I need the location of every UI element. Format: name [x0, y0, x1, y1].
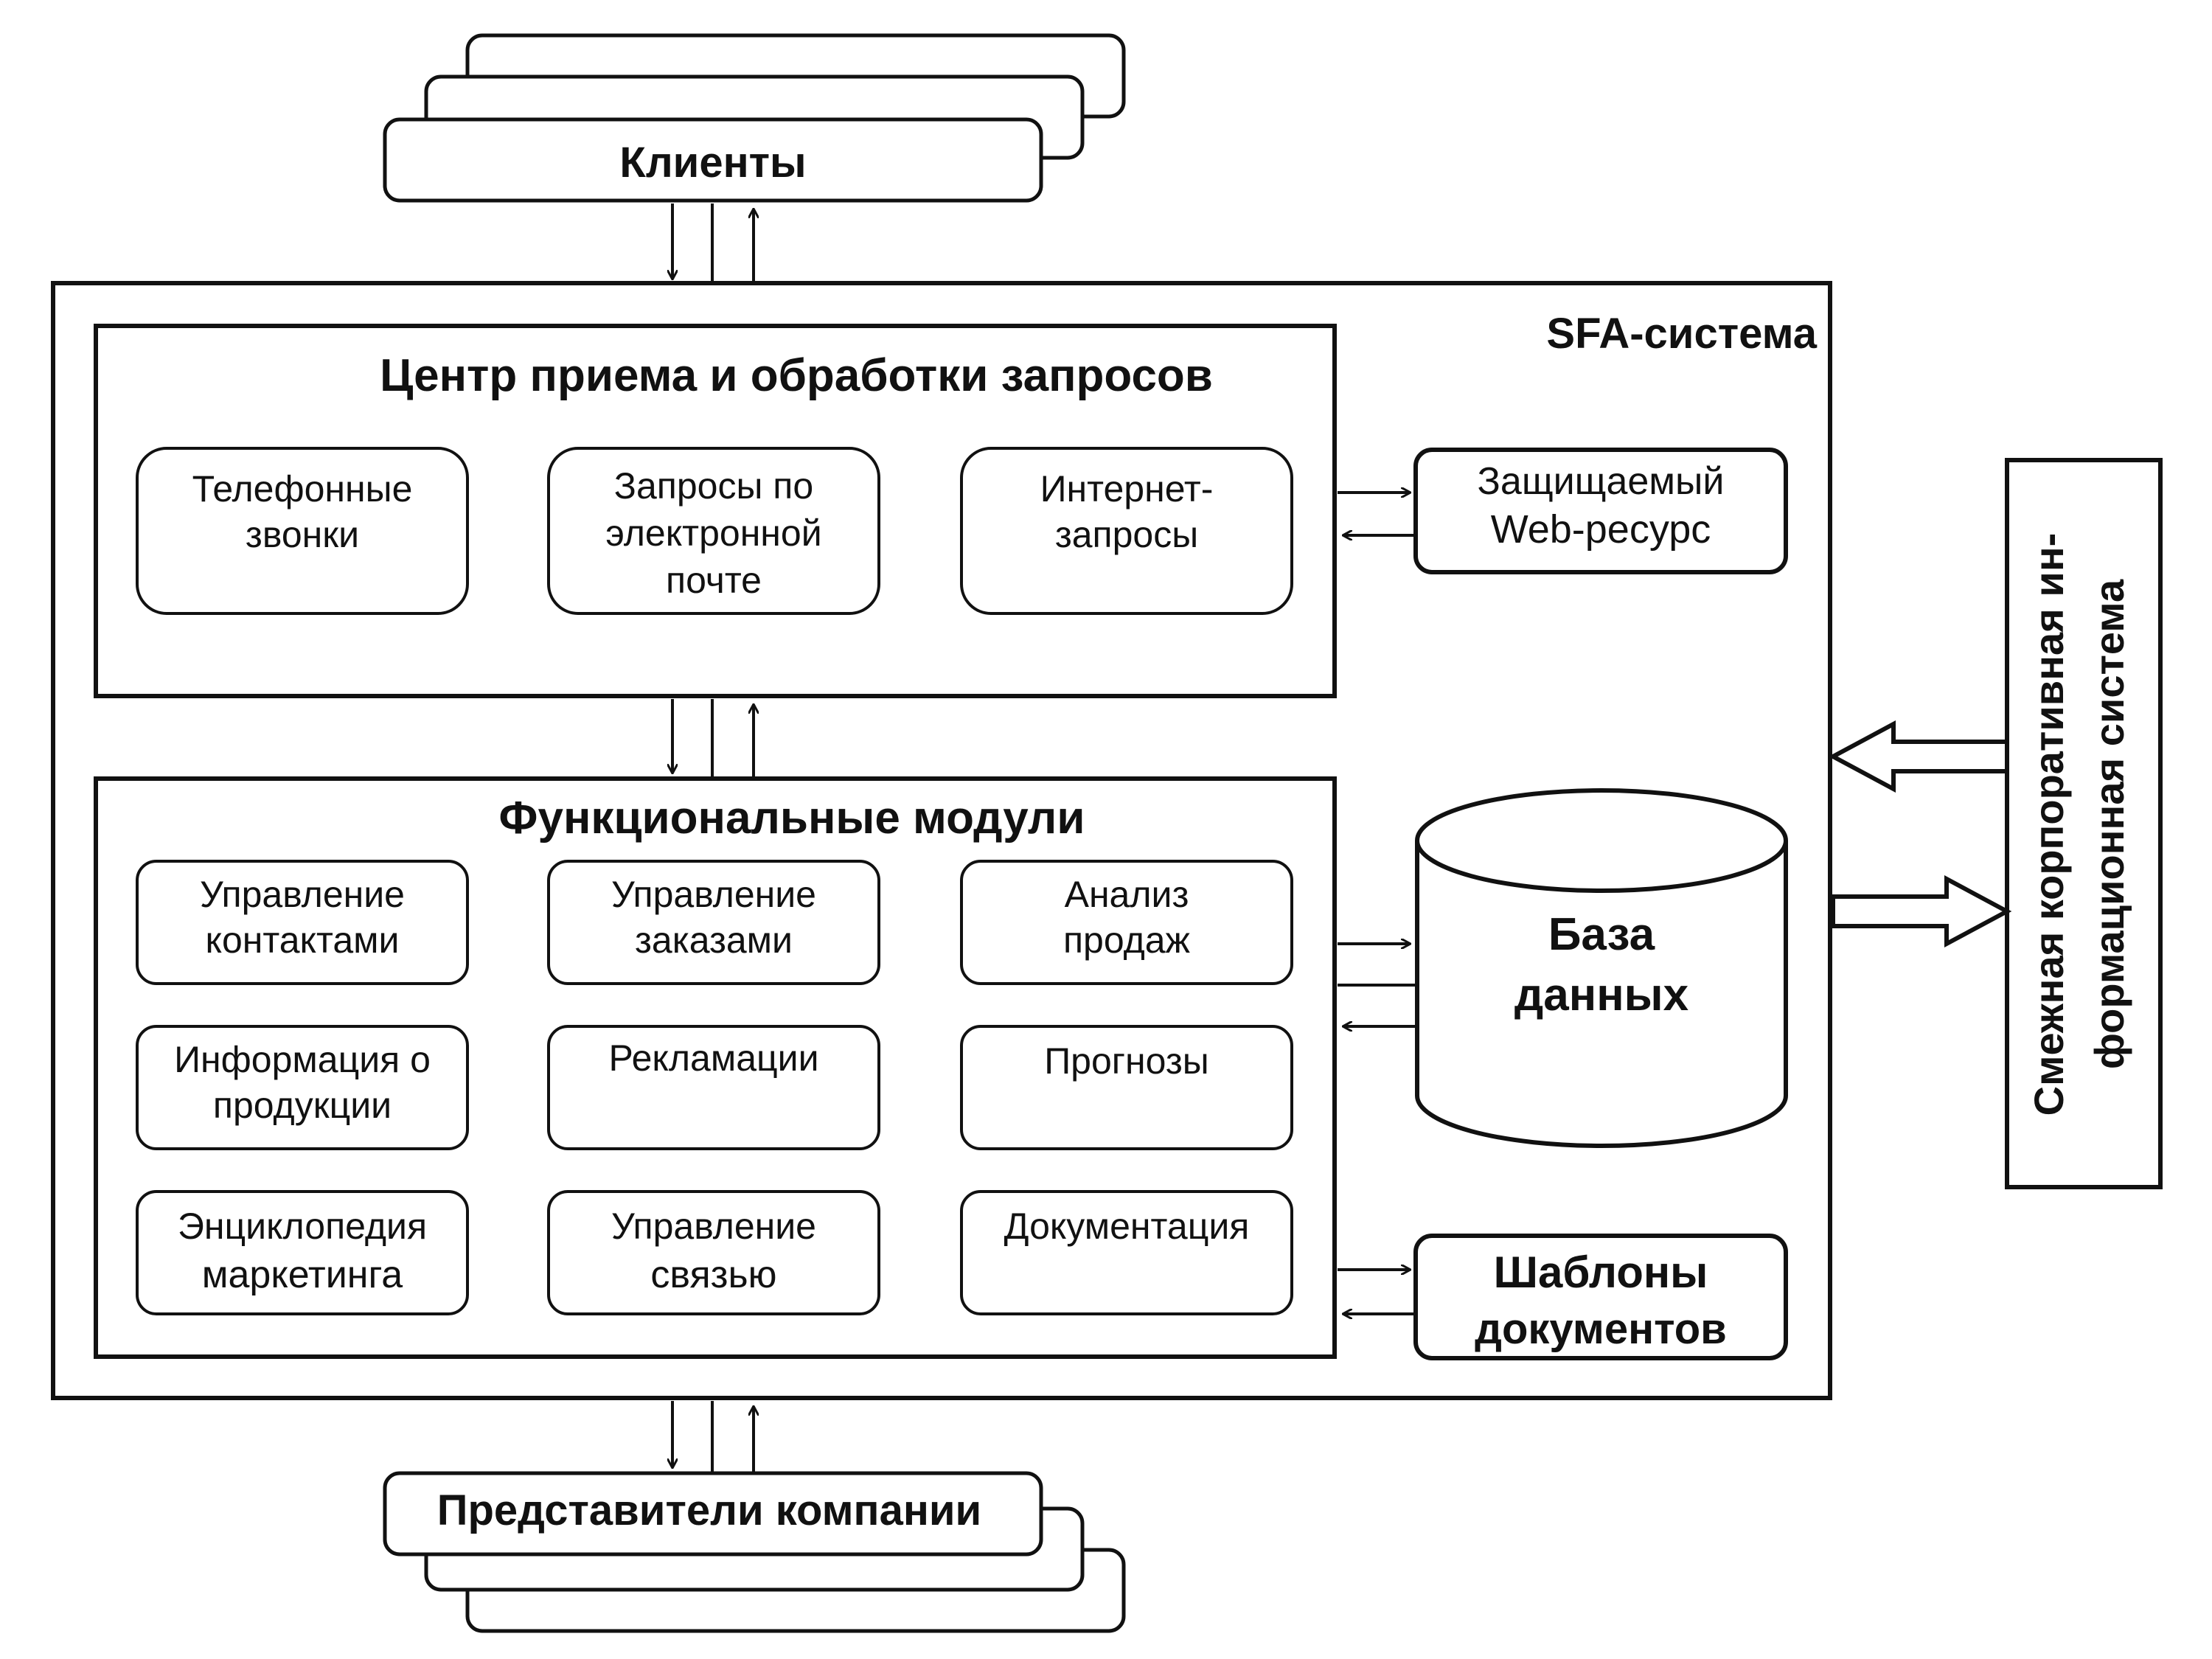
module-sales-analysis — [960, 860, 1293, 985]
module-documentation-line1: Документация — [1004, 1206, 1250, 1247]
clients-sfa-arrows — [672, 204, 754, 283]
request-web-arrows — [1338, 493, 1414, 535]
sfa-system-label: SFA-система — [1546, 310, 1817, 358]
request-center-title: Центр приема и обработки запросов — [380, 350, 1213, 401]
representatives-label: Представители компании — [437, 1486, 981, 1534]
templates-line1: Шаблоны — [1494, 1248, 1708, 1297]
web-resource-line2: Web-ресурс — [1491, 507, 1711, 552]
block-arrow-to-sfa — [1828, 720, 2009, 793]
module-communication — [547, 1190, 880, 1315]
request-item-internet-line1: Интернет- — [1040, 468, 1214, 509]
adjacent-system-box — [2005, 458, 2163, 1189]
center-modules-arrows — [672, 699, 754, 779]
module-contacts — [136, 860, 469, 985]
module-product-info-line2: продукции — [213, 1085, 392, 1126]
modules-database-arrows — [1338, 944, 1417, 1026]
module-marketing-encyclopedia — [136, 1190, 469, 1315]
module-complaints — [547, 1025, 880, 1150]
clients-label: Клиенты — [619, 139, 806, 187]
modules-templates-arrows — [1338, 1270, 1414, 1314]
module-sales-analysis-line1: Анализ — [1065, 874, 1189, 915]
database-line2: данных — [1514, 970, 1689, 1020]
functional-modules-items: Управление контактами Управление заказам… — [136, 860, 1293, 1315]
request-item-email-line1: Запросы по — [614, 465, 813, 507]
representatives-stack: Представители компании — [383, 1471, 1126, 1633]
clients-box — [383, 117, 1043, 203]
module-contacts-line2: контактами — [206, 919, 400, 961]
database-line1: База — [1548, 909, 1655, 960]
module-contacts-line1: Управление — [200, 874, 405, 915]
database-cylinder — [1415, 788, 1788, 1148]
module-marketing-encyclopedia-line2: маркетинга — [202, 1253, 403, 1296]
module-orders-line2: заказами — [635, 919, 793, 961]
web-resource-box — [1413, 448, 1788, 574]
web-resource-line1: Защищаемый — [1478, 460, 1725, 503]
request-item-internet — [960, 447, 1293, 615]
module-forecasts-line1: Прогнозы — [1044, 1040, 1209, 1082]
request-item-phone-calls — [136, 447, 469, 615]
adjacent-system-line1: Смежная корпоративная ин- — [2025, 533, 2072, 1116]
representatives-arrows — [672, 1401, 754, 1473]
adjacent-system-line2: формационная система — [2086, 579, 2132, 1069]
module-communication-line1: Управление — [611, 1206, 816, 1247]
module-documentation — [960, 1190, 1293, 1315]
clients-stack: Клиенты — [383, 33, 1126, 203]
functional-modules-title: Функциональные модули — [499, 793, 1085, 844]
request-item-phone-calls-line1: Телефонные — [192, 468, 413, 509]
block-arrow-to-adjacent — [1831, 874, 2012, 948]
module-orders-line1: Управление — [611, 874, 816, 915]
templates-line2: документов — [1475, 1305, 1727, 1353]
request-item-phone-calls-line2: звонки — [246, 514, 359, 555]
request-item-email — [547, 447, 880, 615]
adjacent-system-block-arrows — [1828, 720, 2012, 948]
sfa-system-boundary — [51, 281, 1832, 1400]
module-orders — [547, 860, 880, 985]
request-item-email-line3: почте — [666, 560, 762, 601]
module-sales-analysis-line2: продаж — [1063, 919, 1191, 961]
module-forecasts — [960, 1025, 1293, 1150]
request-item-internet-line2: запросы — [1055, 514, 1198, 555]
representatives-box — [383, 1471, 1043, 1557]
module-product-info — [136, 1025, 469, 1150]
templates-box — [1413, 1234, 1788, 1360]
request-item-email-line2: электронной — [605, 512, 821, 554]
module-communication-line2: связью — [650, 1253, 776, 1296]
module-marketing-encyclopedia-line1: Энциклопедия — [178, 1206, 427, 1247]
module-product-info-line1: Информация о — [174, 1039, 431, 1080]
request-center-items: Телефонные звонки Запросы по электронной… — [136, 447, 1293, 615]
module-complaints-line1: Рекламации — [608, 1037, 818, 1079]
